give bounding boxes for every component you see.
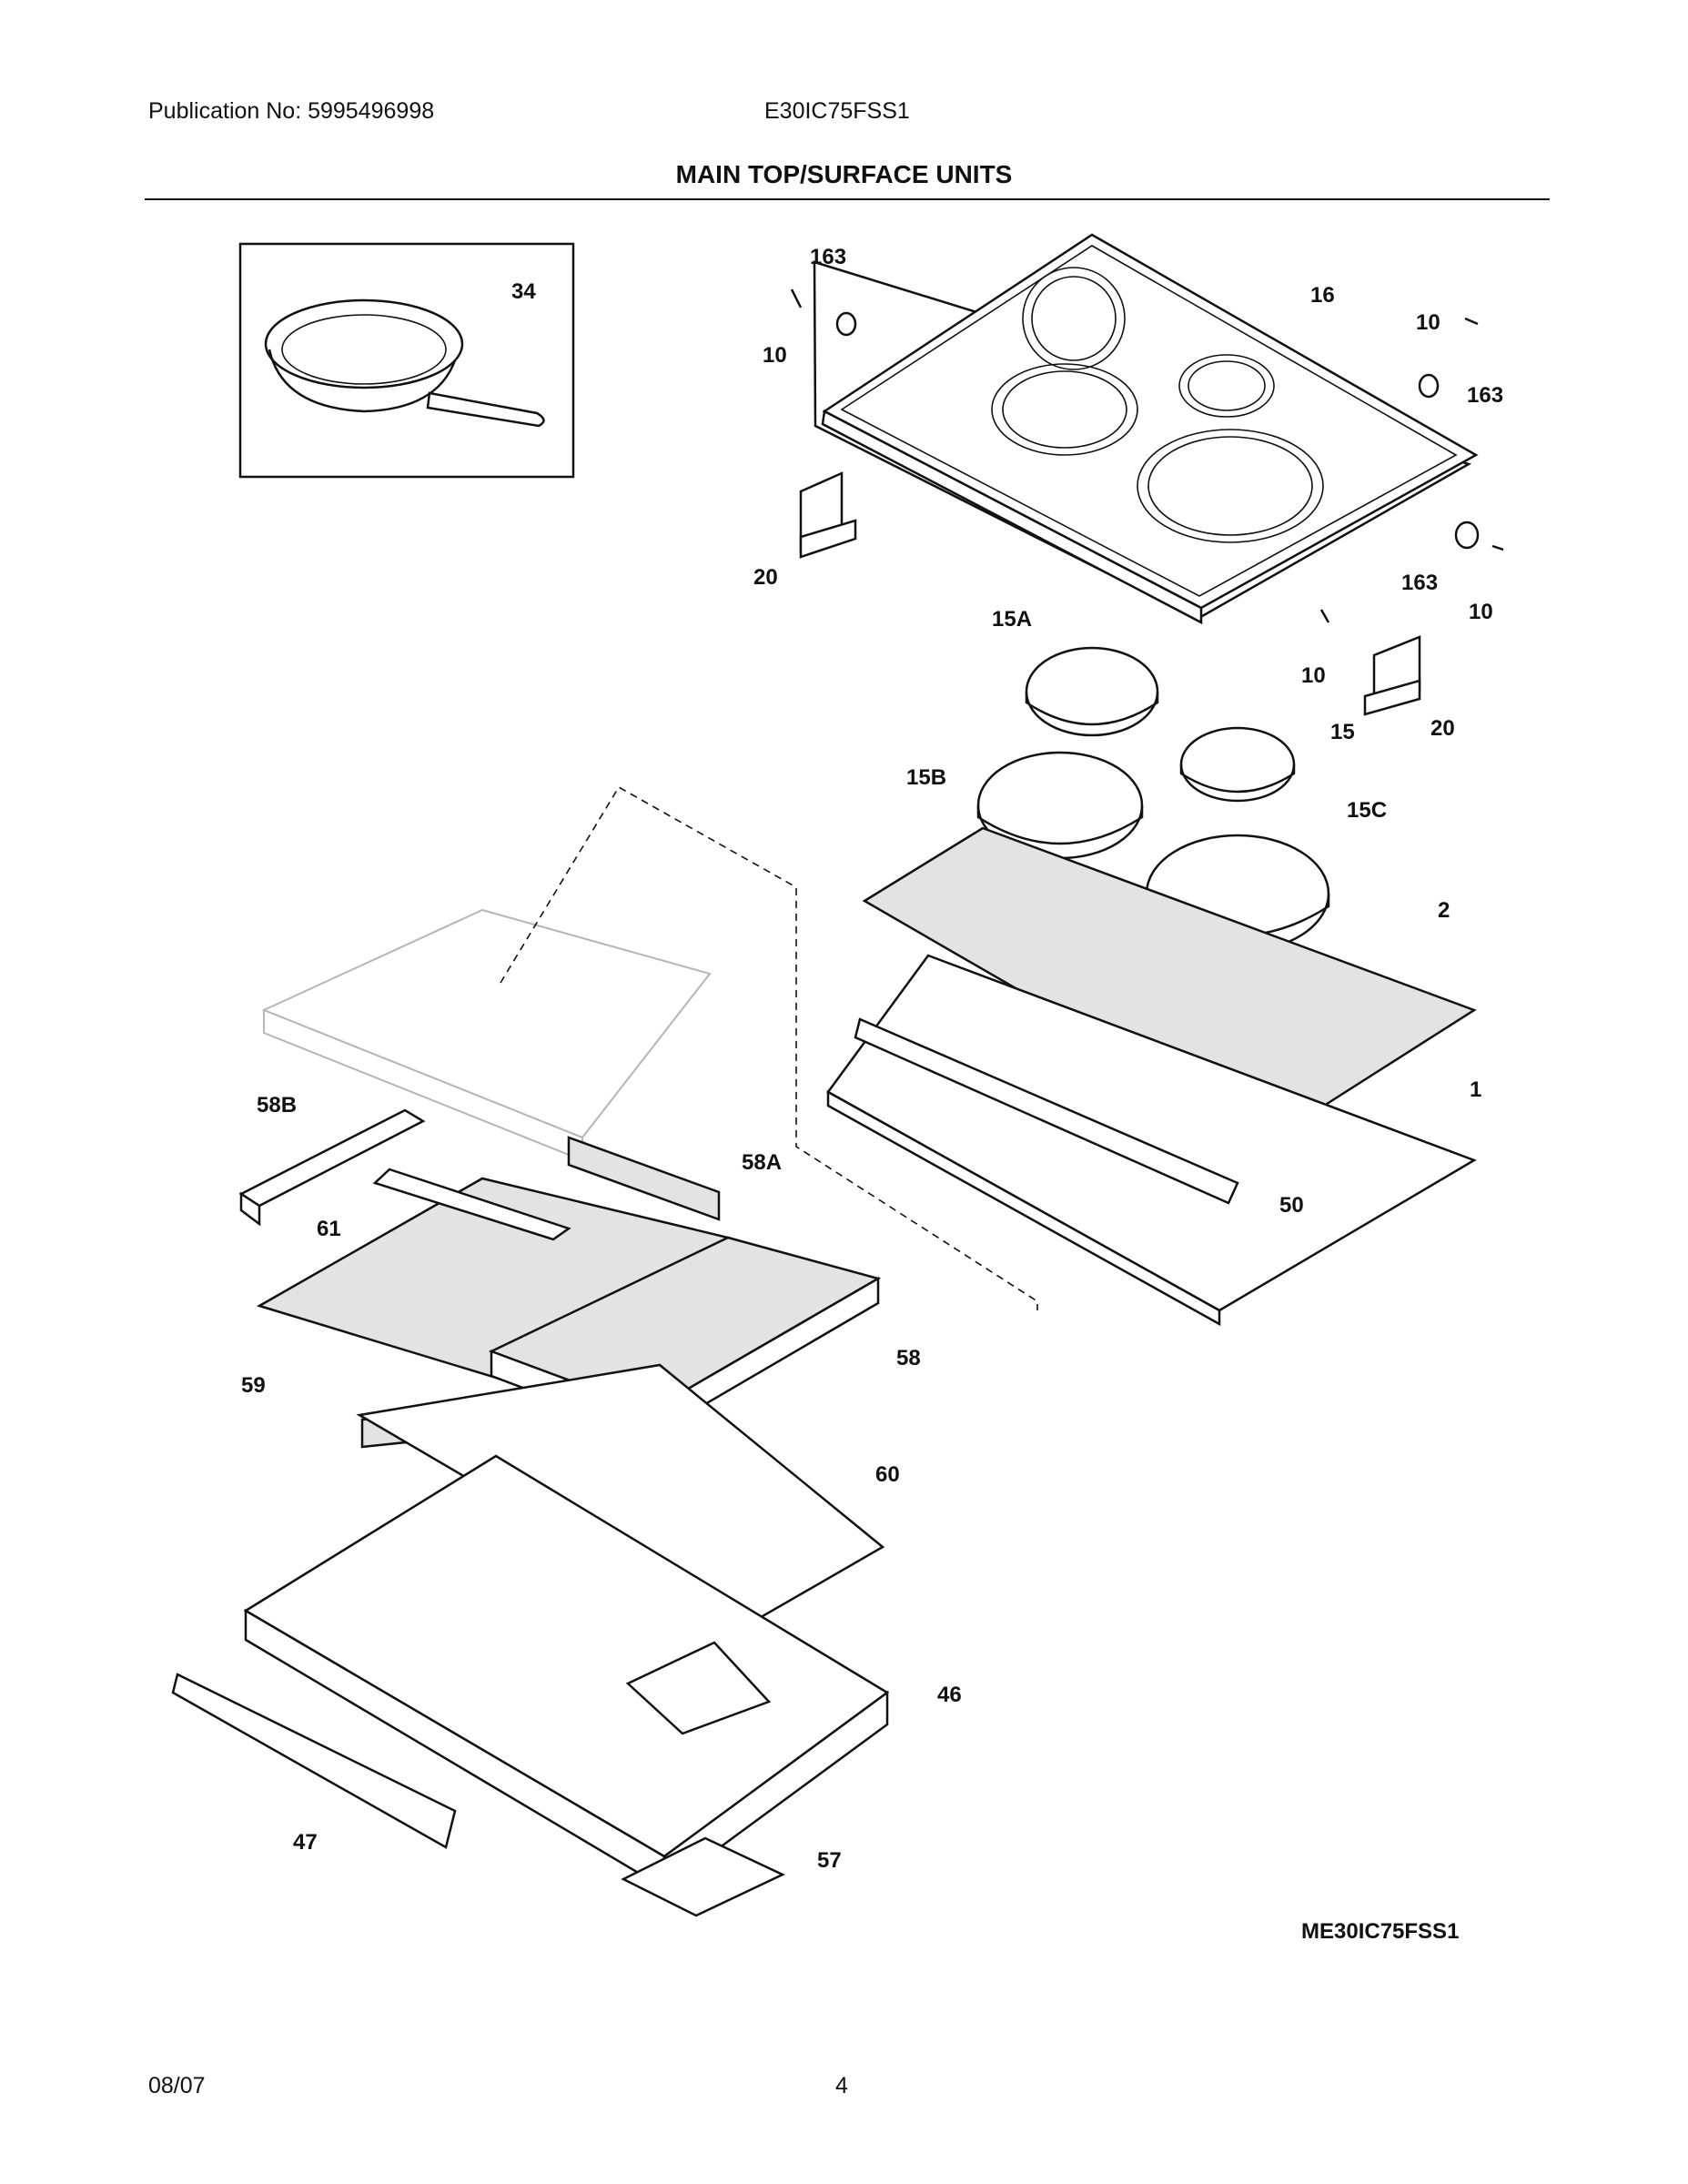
- callout-50: 50: [1279, 1193, 1304, 1218]
- page-number: 4: [835, 2073, 848, 2098]
- bracket-left: [799, 471, 857, 559]
- accessory-pan-inset: [238, 242, 575, 479]
- callout-15C: 15C: [1347, 798, 1387, 823]
- title-rule: [145, 198, 1550, 200]
- callout-15: 15: [1330, 720, 1355, 744]
- callout-10: 10: [1416, 310, 1440, 335]
- screws-and-grommets: [790, 288, 1504, 623]
- callout-60: 60: [875, 1462, 900, 1487]
- callout-57: 57: [817, 1848, 842, 1873]
- callout-2: 2: [1438, 898, 1450, 923]
- callout-59: 59: [241, 1373, 266, 1398]
- glass-cooktop: [813, 233, 1479, 625]
- callout-34: 34: [511, 279, 536, 304]
- callout-46: 46: [937, 1683, 962, 1707]
- control-board: [261, 908, 712, 1162]
- callout-20: 20: [1430, 716, 1455, 741]
- publication-number: Publication No: 5995496998: [148, 98, 435, 124]
- callout-20: 20: [753, 565, 778, 590]
- callout-58: 58: [896, 1346, 921, 1370]
- callout-58B: 58B: [257, 1093, 297, 1117]
- bracket-right: [1363, 635, 1421, 716]
- callout-labels: 34 163 10 16 10 163 20 163 10 10 20 15A …: [241, 245, 1503, 1944]
- callout-10: 10: [1469, 600, 1493, 624]
- callout-16: 16: [1310, 283, 1335, 308]
- callout-10: 10: [1301, 663, 1326, 688]
- callout-61: 61: [317, 1217, 341, 1241]
- callout-163: 163: [1467, 383, 1503, 408]
- model-number: E30IC75FSS1: [764, 98, 910, 124]
- publication-date: 08/07: [148, 2073, 206, 2098]
- callout-10: 10: [763, 343, 787, 368]
- lower-housing: [171, 1363, 890, 1917]
- callout-163: 163: [810, 245, 846, 269]
- insulation-pads: [238, 1108, 882, 1449]
- diagram-code: ME30IC75FSS1: [1301, 1919, 1459, 1944]
- callout-58A: 58A: [742, 1150, 782, 1175]
- callout-163: 163: [1401, 571, 1438, 595]
- callout-15B: 15B: [906, 765, 946, 790]
- callout-15A: 15A: [992, 607, 1032, 632]
- base-plate: [826, 954, 1477, 1327]
- page-title: MAIN TOP/SURFACE UNITS: [675, 160, 1013, 188]
- callout-1: 1: [1470, 1077, 1481, 1102]
- callout-47: 47: [293, 1830, 318, 1855]
- heating-elements: [976, 646, 1330, 954]
